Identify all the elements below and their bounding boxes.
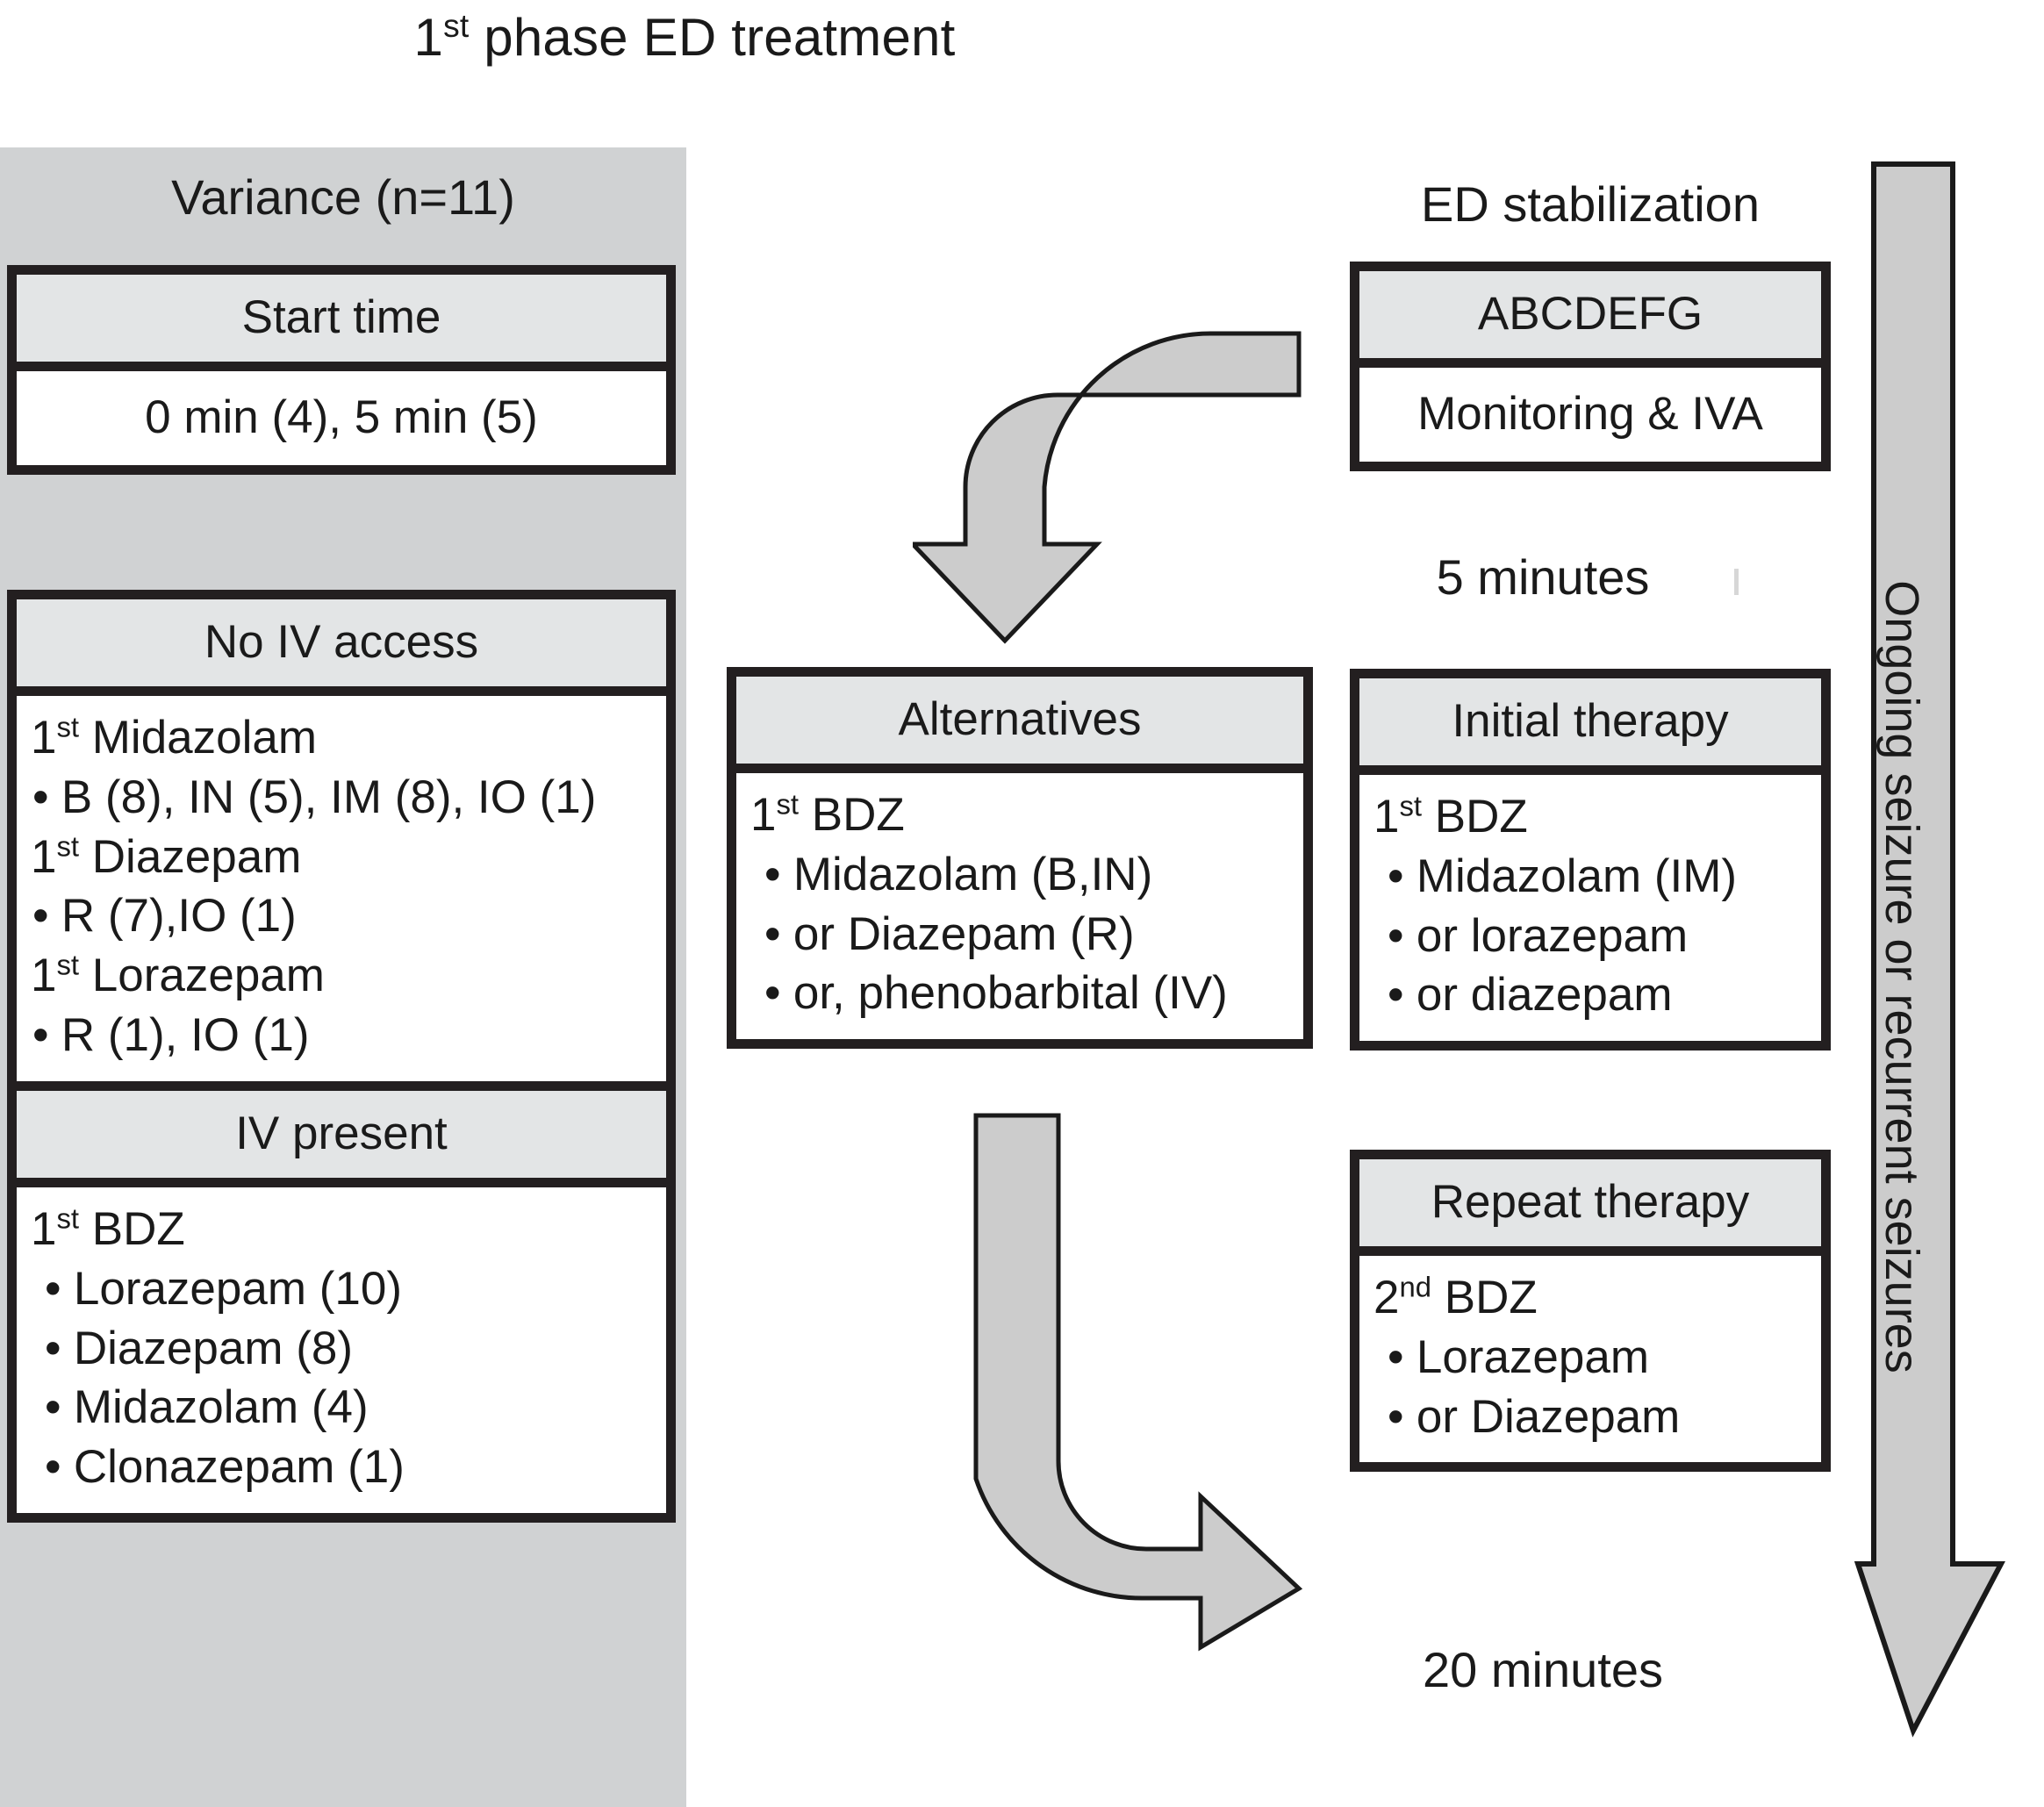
box-divider [1359,1246,1821,1256]
list-item: Midazolam (B,IN) [750,845,1295,905]
repeat-therapy-list: 2nd BDZ Lorazepam or Diazepam [1359,1256,1821,1463]
iv-present-list: 1st BDZ Lorazepam (10) Diazepam (8) Mida… [17,1187,666,1514]
elbow-arrow-down-top [913,331,1302,644]
ed-stabilization-box: ABCDEFG Monitoring & IVA [1350,262,1831,471]
list-item: or lorazepam [1373,907,1812,966]
initial-therapy-list: 1st BDZ Midazolam (IM) or lorazepam or d… [1359,775,1821,1042]
list-item: 1st Diazepam [31,829,302,883]
elbow-arrow-right-bottom [973,1113,1303,1652]
ordinal-number: 1 [750,789,777,841]
list-item: R (7),IO (1) [31,886,657,946]
variance-heading: Variance (n=11) [171,169,515,225]
ordinal-number: 1 [31,712,57,764]
title-prefix: 1 [413,8,444,67]
no-iv-access-list: 1st Midazolam B (8), IN (5), IM (8), IO … [17,696,666,1081]
ordinal-suffix: st [56,1201,80,1235]
list-item: Clonazepam (1) [31,1438,657,1497]
list-item: Midazolam (IM) [1373,847,1812,907]
list-header: 1st BDZ [750,785,1295,845]
box-divider [1359,765,1821,775]
ordinal-suffix: st [1399,789,1423,822]
ordinal-number: 1 [1373,791,1400,843]
list-item: 1st Lorazepam [31,948,325,1002]
box-divider [17,686,666,696]
ordinal-suffix: st [776,787,800,821]
start-time-header: Start time [17,275,666,362]
bdz-label: BDZ [1422,791,1528,843]
list-header: 1st BDZ [31,1200,657,1259]
ordinal-number: 2 [1373,1272,1400,1323]
scan-artifact [1734,569,1739,595]
start-time-box: Start time 0 min (4), 5 min (5) [7,265,676,475]
initial-therapy-box: Initial therapy 1st BDZ Midazolam (IM) o… [1350,669,1831,1051]
timing-label-20-minutes: 20 minutes [1423,1642,1663,1697]
title-rest: phase ED treatment [469,8,956,67]
ordinal-suffix: st [56,710,80,743]
list-header: 1st BDZ [1373,787,1812,847]
ordinal-number: 1 [31,830,57,883]
list-header: 2nd BDZ [1373,1268,1812,1328]
ongoing-seizure-arrow [1854,161,2005,1738]
ordinal-suffix: st [56,948,80,981]
title-superscript: st [443,7,470,44]
list-item: Lorazepam (10) [31,1259,657,1319]
no-iv-access-header: No IV access [17,599,666,686]
bdz-label: BDZ [1431,1272,1538,1323]
ed-stabilization-label: ED stabilization [1421,176,1760,232]
iv-present-header: IV present [17,1090,666,1178]
monitoring-iva-value: Monitoring & IVA [1359,368,1821,462]
ordinal-number: 1 [31,1202,57,1255]
alternatives-list: 1st BDZ Midazolam (B,IN) or Diazepam (R)… [736,773,1303,1040]
box-divider [17,1080,666,1091]
repeat-therapy-box: Repeat therapy 2nd BDZ Lorazepam or Diaz… [1350,1150,1831,1473]
bdz-label: BDZ [799,789,905,841]
bdz-label: BDZ [79,1202,185,1255]
alternatives-box: Alternatives 1st BDZ Midazolam (B,IN) or… [727,667,1313,1050]
ordinal-suffix: st [56,829,80,862]
list-item: or diazepam [1373,965,1812,1025]
list-item: Diazepam (8) [31,1319,657,1379]
list-item: Lorazepam [1373,1328,1812,1388]
list-item: B (8), IN (5), IM (8), IO (1) [31,768,657,828]
page-title: 1st phase ED treatment [0,7,1369,68]
list-item: or Diazepam [1373,1388,1812,1447]
repeat-therapy-header: Repeat therapy [1359,1159,1821,1246]
list-item: R (1), IO (1) [31,1006,657,1065]
box-divider [17,362,666,371]
list-item: or Diazepam (R) [750,905,1295,964]
box-divider [1359,358,1821,368]
abcdefg-header: ABCDEFG [1359,271,1821,358]
box-divider [17,1177,666,1187]
list-item: or, phenobarbital (IV) [750,964,1295,1023]
ordinal-suffix: nd [1399,1270,1432,1303]
no-iv-access-box: No IV access 1st Midazolam B (8), IN (5)… [7,590,676,1524]
box-divider [736,764,1303,773]
list-item: Midazolam (4) [31,1378,657,1438]
alternatives-header: Alternatives [736,677,1303,764]
start-time-value: 0 min (4), 5 min (5) [17,371,666,465]
initial-therapy-header: Initial therapy [1359,678,1821,765]
timing-label-5-minutes: 5 minutes [1436,549,1650,605]
list-item: 1st Midazolam [31,710,318,764]
ordinal-number: 1 [31,950,57,1002]
